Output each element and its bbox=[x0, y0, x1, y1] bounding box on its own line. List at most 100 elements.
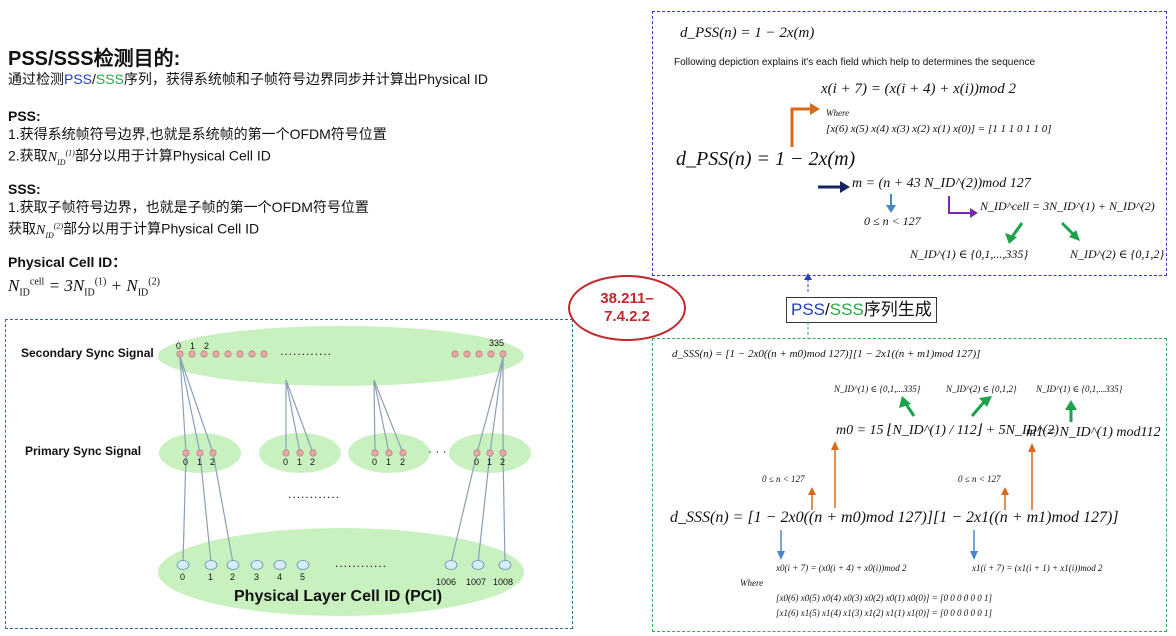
sss-x0-init: [x0(6) x0(5) x0(4) x0(3) x0(2) x0(1) x0(… bbox=[776, 593, 993, 603]
pss-box-arrows bbox=[790, 103, 1080, 244]
pss-recursion: x(i + 7) = (x(i + 4) + x(i))mod 2 bbox=[821, 81, 1017, 97]
label-connectors bbox=[804, 273, 812, 338]
pss-line2-suffix: 部分以用于计算Physical Cell ID bbox=[74, 147, 271, 164]
sss-tick-last: 335 bbox=[489, 338, 505, 348]
gen-pss: PSS bbox=[791, 300, 826, 319]
sss-dots-ellipsis: ............ bbox=[280, 344, 333, 358]
sss-line2-prefix: 获取 bbox=[8, 220, 36, 237]
pss-generation-box bbox=[652, 11, 1167, 276]
intro-pss: PSS bbox=[64, 71, 93, 87]
intro-slash: / bbox=[92, 71, 96, 87]
sequence-generation-label: PSS/SSS序列生成 bbox=[786, 297, 937, 323]
sss-main-equation: d_SSS(n) = [1 − 2x0((n + m0)mod 127)][1 … bbox=[670, 509, 1119, 526]
sss-nid1-set-b: N_ID^(1) ∈ {0,1,...335} bbox=[1036, 384, 1123, 394]
pci-diagram-frame bbox=[5, 319, 573, 629]
sss-tick-1: 1 bbox=[190, 341, 196, 351]
sss-where: Where bbox=[740, 578, 764, 588]
spec-reference-line1: 38.211– bbox=[600, 290, 654, 307]
pss2-tick-0: 0 bbox=[283, 457, 289, 467]
gen-slash: / bbox=[825, 300, 830, 319]
pci-tick-5: 5 bbox=[300, 572, 306, 582]
pci-ellipse bbox=[158, 528, 524, 616]
pss-nid1-symbol: NID(1) bbox=[47, 148, 75, 167]
pci-tick-2: 2 bbox=[230, 572, 236, 582]
pci-dots bbox=[176, 560, 512, 570]
pss4-tick-0: 0 bbox=[474, 457, 480, 467]
connector-lines bbox=[179, 356, 506, 564]
pci-formula: NIDcell = 3NID(1) + NID(2) bbox=[8, 276, 160, 299]
pss-line2-prefix: 2.获取 bbox=[8, 147, 48, 164]
gen-sss: SSS bbox=[829, 300, 864, 319]
pss-cell-equation: N_ID^cell = 3N_ID^(1) + N_ID^(2) bbox=[980, 199, 1155, 213]
pci-tick-1: 1 bbox=[208, 572, 214, 582]
gen-suffix: 序列生成 bbox=[863, 300, 932, 319]
pss1-tick-0: 0 bbox=[183, 457, 189, 467]
pss-line1: 1.获得系统帧符号边界,也就是系统帧的第一个OFDM符号位置 bbox=[8, 126, 387, 142]
pci-dots-ellipsis: ............ bbox=[335, 556, 388, 570]
sss-m0-equation: m0 = 15 ⌊N_ID^(1) / 112⌋ + 5N_ID^(2) bbox=[836, 423, 1059, 438]
page-title: PSS/SSS检测目的: bbox=[8, 48, 181, 70]
pss4-tick-2: 2 bbox=[500, 457, 506, 467]
intro-sss: SSS bbox=[95, 71, 124, 87]
pss-dots bbox=[182, 449, 507, 457]
primary-sync-label: Primary Sync Signal bbox=[25, 444, 142, 458]
secondary-sync-label: Secondary Sync Signal bbox=[21, 346, 154, 360]
pss3-tick-1: 1 bbox=[386, 457, 392, 467]
sss-tick-0: 0 bbox=[176, 341, 182, 351]
sss-dots bbox=[176, 350, 507, 358]
sss-nid1-set-a: N_ID^(1) ∈ {0,1,...335} bbox=[834, 384, 921, 394]
pci-tick-3: 3 bbox=[254, 572, 260, 582]
sss-line1: 1.获取子帧符号边界，也就是子帧的第一个OFDM符号位置 bbox=[8, 199, 369, 215]
pss1-tick-1: 1 bbox=[197, 457, 203, 467]
sss-tick-2: 2 bbox=[204, 341, 210, 351]
pss-header: PSS: bbox=[8, 108, 41, 124]
pci-tick-4: 4 bbox=[277, 572, 283, 582]
pss3-tick-2: 2 bbox=[400, 457, 406, 467]
pss-main-equation: d_PSS(n) = 1 − 2x(m) bbox=[676, 148, 856, 170]
pss-where: Where bbox=[826, 108, 850, 118]
spec-reference-line2: 7.4.2.2 bbox=[604, 308, 650, 325]
pss-n-range: 0 ≤ n < 127 bbox=[864, 214, 921, 228]
pci-diagram bbox=[158, 326, 531, 616]
sss-m1-equation: m1 = N_ID^(1) mod112 bbox=[1026, 425, 1161, 440]
pss-top-equation: d_PSS(n) = 1 − 2x(m) bbox=[680, 25, 815, 41]
sss-x1-init: [x1(6) x1(5) x1(4) x1(3) x1(2) x1(1) x1(… bbox=[776, 608, 993, 618]
sss-box-arrows bbox=[777, 396, 1077, 560]
spec-reference-badge: 38.211– 7.4.2.2 bbox=[568, 275, 686, 341]
sss-nid2-set: N_ID^(2) ∈ {0,1,2} bbox=[946, 384, 1017, 394]
sss-range-a: 0 ≤ n < 127 bbox=[762, 474, 805, 484]
pss2-tick-2: 2 bbox=[310, 457, 316, 467]
pci-label: Physical Layer Cell ID (PCI) bbox=[234, 588, 443, 605]
pss-line2: 2.获取NID(1)部分以用于计算Physical Cell ID bbox=[8, 143, 271, 171]
pss-m-equation: m = (n + 43 N_ID^(2))mod 127 bbox=[852, 176, 1031, 191]
intro-line: 通过检测PSS/SSS序列，获得系统帧和子帧符号边界同步并计算出Physical… bbox=[8, 70, 488, 89]
pss-ellipsis: · · · bbox=[428, 444, 447, 458]
sss-generation-box bbox=[652, 338, 1167, 632]
mid-dots-ellipsis: ............ bbox=[288, 487, 341, 501]
pss-nid2-set: N_ID^(2) ∈ {0,1,2} bbox=[1070, 247, 1165, 261]
pss-explain-text: Following depiction explains it's each f… bbox=[674, 57, 1036, 68]
sss-line2-suffix: 部分以用于计算Physical Cell ID bbox=[63, 220, 260, 237]
sss-header: SSS: bbox=[8, 181, 41, 197]
pci-tick-0: 0 bbox=[180, 572, 186, 582]
pss1-tick-2: 2 bbox=[210, 457, 216, 467]
sss-line2: 获取NID(2)部分以用于计算Physical Cell ID bbox=[8, 216, 259, 244]
sss-x0-recursion: x0(i + 7) = (x0(i + 4) + x0(i))mod 2 bbox=[776, 563, 907, 573]
pss-init-vector: [x(6) x(5) x(4) x(3) x(2) x(1) x(0)] = [… bbox=[826, 123, 1052, 135]
sss-ellipse bbox=[158, 326, 524, 386]
pci-header: Physical Cell ID： bbox=[8, 254, 127, 270]
pci-tick-1008: 1008 bbox=[493, 577, 514, 587]
pss2-tick-1: 1 bbox=[297, 457, 303, 467]
sss-x1-recursion: x1(i + 7) = (x1(i + 1) + x1(i))mod 2 bbox=[972, 563, 1103, 573]
sss-nid2-symbol: NID(2) bbox=[36, 221, 64, 240]
pss-nid1-set: N_ID^(1) ∈ {0,1,...,335} bbox=[910, 247, 1029, 261]
pss4-tick-1: 1 bbox=[487, 457, 493, 467]
intro-prefix: 通过检测 bbox=[8, 71, 64, 87]
label-arrows bbox=[600, 270, 640, 340]
pss3-tick-0: 0 bbox=[372, 457, 378, 467]
sss-top-equation: d_SSS(n) = [1 − 2x0((n + m0)mod 127)][1 … bbox=[672, 348, 981, 360]
pci-tick-1006: 1006 bbox=[436, 577, 457, 587]
sss-range-b: 0 ≤ n < 127 bbox=[958, 474, 1001, 484]
pci-tick-1007: 1007 bbox=[466, 577, 487, 587]
intro-suffix: 序列，获得系统帧和子帧符号边界同步并计算出Physical ID bbox=[123, 71, 488, 87]
